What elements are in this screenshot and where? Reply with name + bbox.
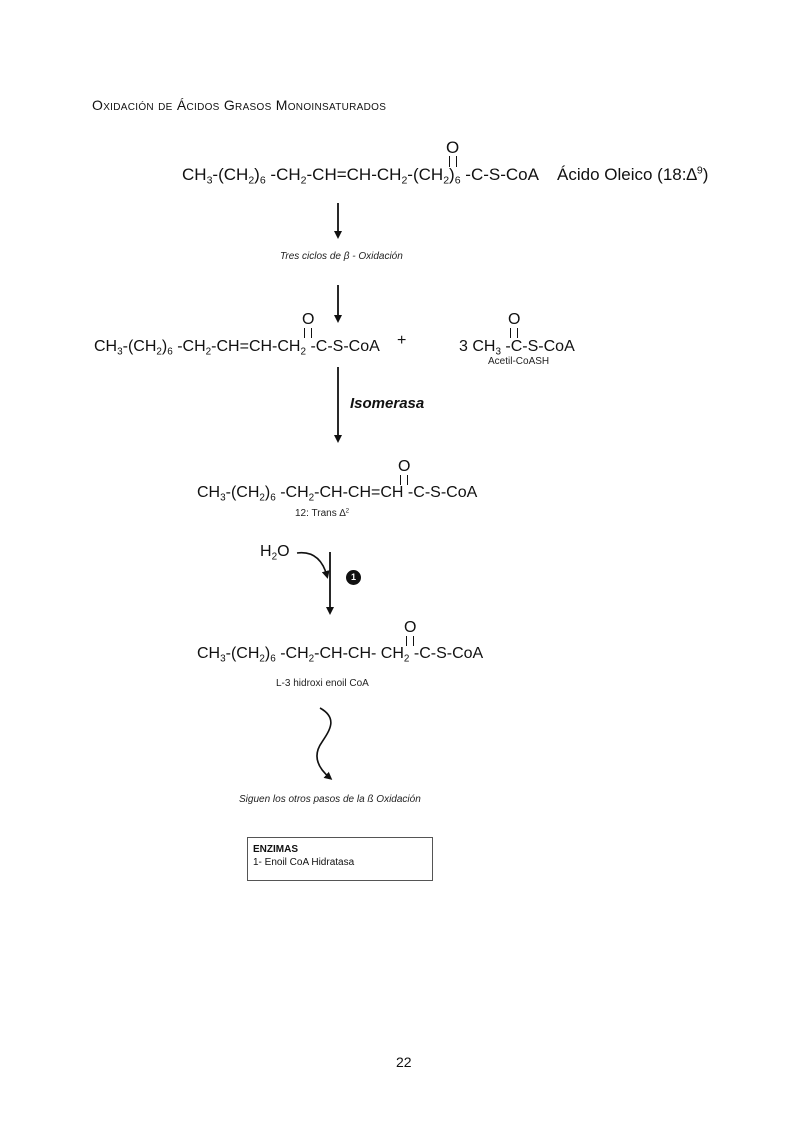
intermediate-formula-2: CH3-(CH2)6 -CH2-CH-CH=CH -C-S-CoA <box>197 484 478 504</box>
isomerase-label: Isomerasa <box>350 395 425 412</box>
water-reactant: H2O <box>260 543 290 563</box>
beta-oxidation-cycles-label: Tres ciclos de β - Oxidación <box>280 251 403 262</box>
carbonyl-double-bond <box>406 636 414 646</box>
oleic-acid-formula: CH3-(CH2)6 -CH2-CH=CH-CH2-(CH2)6 -C-S-Co… <box>182 165 539 187</box>
page-title: Oxidación de Ácidos Grasos Monoinsaturad… <box>92 97 386 113</box>
carbonyl-double-bond <box>449 156 457 167</box>
intermediate-2-carbonyl-oxygen: O <box>398 458 411 475</box>
plus-sign: + <box>397 332 407 349</box>
title-initial: G <box>223 97 236 113</box>
title-part: onoinsaturados <box>287 97 387 113</box>
trans-delta2-label: 12: Trans ∆2 <box>295 507 350 519</box>
title-part: xidación de <box>103 97 177 113</box>
wavy-arrow <box>316 707 333 780</box>
intermediate-1-carbonyl-oxygen: O <box>302 311 315 328</box>
intermediate-3-carbonyl-oxygen: O <box>404 619 417 636</box>
title-initial: O <box>92 97 104 113</box>
acetyl-coa-formula: 3 CH3 -C-S-CoA <box>459 338 575 358</box>
enzymes-box: ENZIMAS 1- Enoil CoA Hidratasa <box>247 837 433 881</box>
carbonyl-double-bond <box>510 328 518 338</box>
intermediate-formula-1: CH3-(CH2)6 -CH2-CH=CH-CH2 -C-S-CoA <box>94 338 380 358</box>
title-initial: Á <box>176 97 187 113</box>
enzymes-heading: ENZIMAS <box>253 844 298 855</box>
enzyme-item-1: 1- Enoil CoA Hidratasa <box>253 857 355 868</box>
hydroxyacyl-coa-label: L-3 hidroxi enoil CoA <box>276 678 369 689</box>
intermediate-formula-3: CH3-(CH2)6 -CH2-CH-CH- CH2 -C-S-CoA <box>197 645 484 665</box>
page-number: 22 <box>396 1054 412 1070</box>
title-part: rasos <box>235 97 276 113</box>
water-curved-arrow <box>296 551 330 579</box>
carbonyl-double-bond <box>400 475 408 485</box>
title-part: cidos <box>186 97 224 113</box>
acetyl-carbonyl-oxygen: O <box>508 311 521 328</box>
carbonyl-double-bond <box>304 328 312 338</box>
oleic-acid-name: Ácido Oleico (18:∆9) <box>557 164 709 184</box>
title-initial: M <box>275 97 288 113</box>
oleic-carbonyl-oxygen: O <box>446 138 460 157</box>
acetyl-coa-label: Acetil-CoASH <box>488 356 550 367</box>
enzyme-step-badge: 1 <box>346 570 361 585</box>
next-steps-label: Siguen los otros pasos de la ß Oxidación <box>239 794 421 805</box>
